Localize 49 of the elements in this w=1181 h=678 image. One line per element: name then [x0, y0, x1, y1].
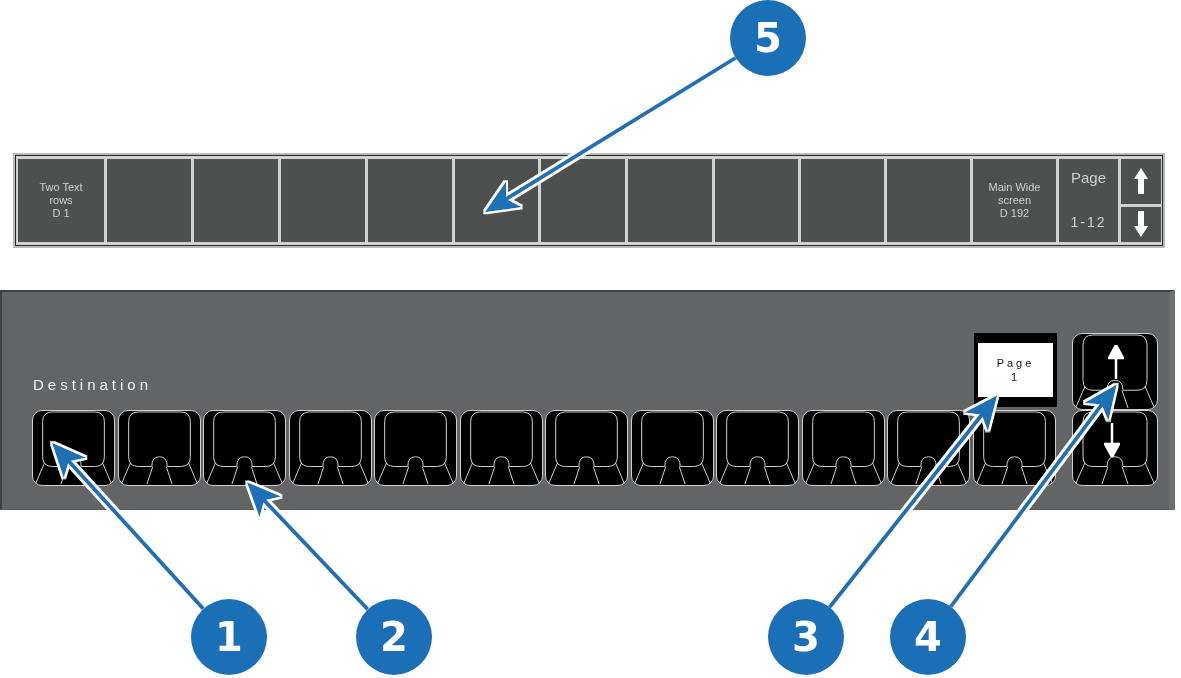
- display-cell: [107, 159, 191, 242]
- page-range: 1-12: [1070, 214, 1107, 230]
- display-cell: [281, 159, 365, 242]
- display-cell: [628, 159, 712, 242]
- scroll-button: [1121, 159, 1161, 204]
- scroll-button: [1121, 207, 1161, 242]
- key-button: [289, 410, 372, 486]
- cell-number: D 1: [52, 207, 70, 220]
- callout-number: 4: [890, 599, 966, 675]
- page-label: Page: [1070, 169, 1106, 186]
- display-cell: [973, 159, 1056, 242]
- key-button: [1072, 333, 1158, 410]
- leader-arrow: [246, 482, 370, 611]
- cell-label: Two Text rows: [38, 181, 84, 207]
- key-button: [460, 410, 543, 486]
- key-button: [887, 410, 970, 486]
- display-cell: [194, 159, 278, 242]
- callout-number: 5: [730, 0, 806, 76]
- key-button: [716, 410, 799, 486]
- control-panel: [0, 290, 1175, 510]
- key-button: [118, 410, 201, 486]
- callout-number: 1: [191, 599, 267, 675]
- leader-arrow: [484, 56, 737, 213]
- leader-arrow: [949, 384, 1117, 608]
- leader-arrow: [828, 395, 998, 609]
- key-button: [973, 410, 1056, 486]
- display-cell: [541, 159, 625, 242]
- display-cell: [18, 159, 104, 242]
- page-cell: [1059, 159, 1118, 242]
- display-cell: [887, 159, 970, 242]
- key-button: [1072, 410, 1158, 486]
- key-button: [545, 410, 628, 486]
- display-strip: [15, 155, 1163, 246]
- page-display: [974, 333, 1057, 407]
- key-button: [203, 410, 286, 486]
- display-cell: [715, 159, 798, 242]
- key-button: [374, 410, 457, 486]
- callout-number: 2: [356, 599, 432, 675]
- callout-number: 3: [768, 599, 844, 675]
- display-cell: [801, 159, 884, 242]
- cell-label: Main Wide screen: [987, 181, 1042, 207]
- cell-number: D 192: [999, 207, 1030, 220]
- key-button: [631, 410, 714, 486]
- key-button: [802, 410, 885, 486]
- leader-arrow: [51, 442, 205, 611]
- panel-heading: Destination: [33, 376, 153, 393]
- display-cell: [368, 159, 452, 242]
- display-cell: [455, 159, 538, 242]
- page-label: Page 1: [995, 356, 1036, 384]
